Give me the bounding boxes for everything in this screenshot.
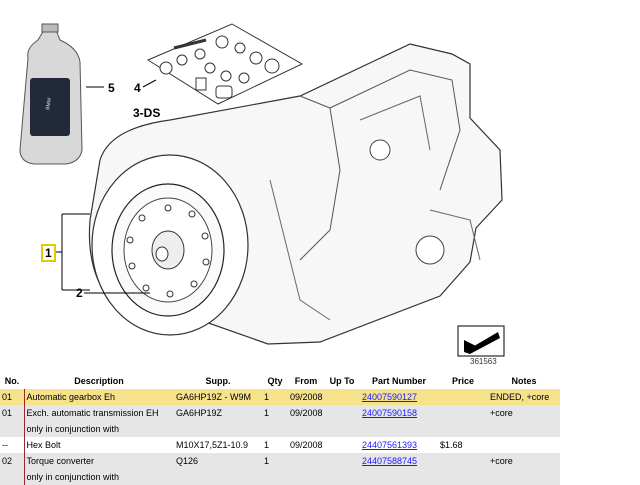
cell-qty: 1 (262, 453, 288, 469)
table-row-subnote: only in conjunction with (0, 421, 560, 437)
cell-part-number (360, 421, 438, 437)
cell-from: 09/2008 (288, 405, 324, 421)
cell-up-to (324, 389, 360, 405)
cell-up-to (324, 421, 360, 437)
cell-qty (262, 469, 288, 485)
oil-bottle-illustration: BMW (19, 23, 83, 165)
cell-price (438, 405, 488, 421)
cell-qty: 1 (264, 440, 270, 450)
cell-from: 09/2008 (288, 389, 324, 405)
cell-notes: +core (488, 405, 560, 421)
col-header-from: From (294, 376, 318, 386)
cell-from: 09/2008 (290, 440, 323, 450)
cell-description: Torque converter (23, 453, 174, 469)
cell-notes: ENDED, +core (488, 389, 560, 405)
cell-description: Automatic gearbox Eh (23, 389, 174, 405)
cell-description: Hex Bolt (23, 437, 174, 453)
cell-part-number: 24007590158 (360, 405, 438, 421)
cell-supp: GA6HP19Z - W9M (174, 389, 262, 405)
cell-supp (174, 469, 262, 485)
cell-part-number (360, 469, 438, 485)
cell-up-to (324, 469, 360, 485)
table-row-subnote: only in conjunction with (0, 469, 560, 485)
callout-1[interactable]: 1 (41, 244, 56, 262)
parts-table: No. Description Supp. Qty From Up To Par… (0, 373, 560, 485)
part-number-link[interactable]: 24007590158 (362, 408, 418, 418)
cell-from (288, 453, 324, 469)
cell-qty: 1 (262, 389, 288, 405)
svg-text:BMW: BMW (45, 97, 53, 110)
cell-notes (488, 421, 560, 437)
cell-supp: GA6HP19Z (174, 405, 262, 421)
cell-notes (488, 437, 560, 453)
cell-notes: +core (488, 453, 560, 469)
small-parts-kit-illustration (146, 23, 304, 105)
cell-no (0, 421, 24, 437)
cell-description: only in conjunction with (23, 469, 174, 485)
cell-description: only in conjunction with (23, 421, 174, 437)
col-header-price: Price (451, 376, 475, 386)
cell-price (438, 389, 488, 405)
part-number-link[interactable]: 24407561393 (362, 440, 418, 450)
col-header-notes: Notes (511, 376, 537, 386)
cell-price (438, 421, 488, 437)
cell-from (288, 469, 324, 485)
cell-part-number: 24407561393 (360, 437, 438, 453)
callout-4[interactable]: 4 (134, 81, 141, 95)
cell-description: Exch. automatic transmission EH (23, 405, 174, 421)
table-row[interactable]: 01 Exch. automatic transmission EH GA6HP… (0, 405, 560, 421)
cell-notes (488, 469, 560, 485)
cell-up-to (324, 405, 360, 421)
part-number-link[interactable]: 24407588745 (362, 456, 418, 466)
col-header-up-to: Up To (329, 376, 355, 386)
cell-supp (174, 421, 262, 437)
cell-up-to (324, 437, 360, 453)
transmission-illustration (88, 43, 503, 345)
col-header-supp: Supp. (205, 376, 231, 386)
cell-supp: M10X17,5Z1-10.9 (176, 440, 249, 450)
table-header-row: No. Description Supp. Qty From Up To Par… (0, 373, 560, 389)
cell-no: 02 (0, 453, 24, 469)
cell-price (438, 453, 488, 469)
cell-no (0, 469, 24, 485)
callout-3-ds[interactable]: 3-DS (133, 106, 161, 120)
part-number-link[interactable]: 24007590127 (362, 392, 418, 402)
table-row[interactable]: 02 Torque converter Q126 1 24407588745 +… (0, 453, 560, 469)
col-header-no: No. (4, 376, 20, 386)
parts-diagram: BMW (19, 23, 505, 357)
col-header-qty: Qty (267, 376, 283, 386)
cell-supp: Q126 (174, 453, 262, 469)
reference-symbol-icon (457, 325, 505, 357)
callout-2[interactable]: 2 (76, 286, 83, 300)
cell-part-number: 24007590127 (360, 389, 438, 405)
table-row[interactable]: 01 Automatic gearbox Eh GA6HP19Z - W9M 1… (0, 389, 560, 405)
cell-price: $1.68 (440, 440, 463, 450)
cell-no: 01 (0, 405, 24, 421)
cell-qty (262, 421, 288, 437)
cell-from (288, 421, 324, 437)
cell-price (438, 469, 488, 485)
table-row[interactable]: -- Hex Bolt M10X17,5Z1-10.9 1 09/2008 24… (0, 437, 560, 453)
callout-5[interactable]: 5 (108, 81, 115, 95)
cell-no: 01 (0, 389, 24, 405)
cell-no: -- (2, 440, 8, 450)
diagram-reference-number: 361563 (470, 357, 497, 366)
col-header-part-number: Part Number (371, 376, 426, 386)
col-header-description: Description (74, 376, 124, 386)
cell-part-number: 24407588745 (360, 453, 438, 469)
cell-qty: 1 (262, 405, 288, 421)
cell-up-to (324, 453, 360, 469)
